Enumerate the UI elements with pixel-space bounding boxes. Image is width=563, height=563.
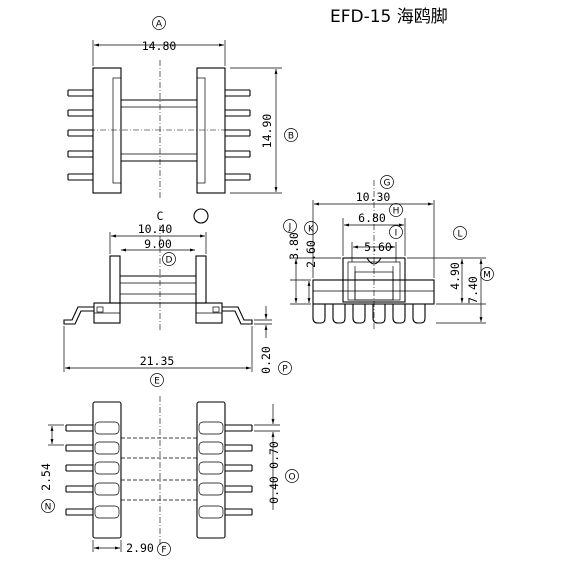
label-G: G xyxy=(384,179,391,189)
label-N-circle xyxy=(41,499,55,513)
dim-C-value: 10.40 xyxy=(138,222,173,236)
dim-F-value: 2.90 xyxy=(126,541,154,555)
dim-D-value: 9.00 xyxy=(144,237,172,251)
label-M: M xyxy=(483,271,491,281)
label-O-circle xyxy=(285,469,299,483)
front-view: 10.40 C 9.00 D 21.35 E 0.20 P xyxy=(63,208,292,387)
label-H-circle xyxy=(389,203,403,217)
top-view: 14.80 A 14.90 B xyxy=(67,16,298,200)
label-F-circle xyxy=(157,542,171,556)
label-J-circle xyxy=(283,219,297,233)
label-L-circle xyxy=(453,226,467,240)
label-J: J xyxy=(288,223,292,233)
dim-P-value: 0.20 xyxy=(259,346,273,374)
label-B: B xyxy=(288,132,294,142)
label-C-circle xyxy=(193,208,209,224)
label-I-circle xyxy=(389,225,403,239)
dim-E-value: 21.35 xyxy=(140,354,175,368)
dim-K-value: 2.60 xyxy=(304,240,318,268)
label-B-circle xyxy=(284,128,298,142)
side-view: 10.30 G 6.80 H 5.60 I 3.80 2.60 J K xyxy=(283,175,494,330)
label-I: I xyxy=(395,229,398,239)
label-L: L xyxy=(457,230,462,240)
label-D: D xyxy=(166,256,173,266)
label-H: H xyxy=(393,207,400,217)
label-E: E xyxy=(154,377,160,387)
label-P: P xyxy=(282,365,288,375)
dim-A-value: 14.80 xyxy=(142,39,177,53)
label-E-circle xyxy=(150,373,164,387)
dim-O2-value: 0.70 xyxy=(267,441,281,469)
dim-N-value: 2.54 xyxy=(39,463,53,491)
label-A-circle xyxy=(152,16,166,30)
label-K: K xyxy=(308,225,315,235)
dim-B-value: 14.90 xyxy=(260,114,274,149)
label-P-circle xyxy=(278,361,292,375)
dim-M-value: 7.40 xyxy=(466,276,480,304)
label-M-circle xyxy=(480,267,494,281)
label-K-circle xyxy=(304,221,318,235)
bottom-view: 2.54 N 2.90 F 0.70 0.40 O xyxy=(39,396,299,556)
dim-O1-value: 0.40 xyxy=(267,476,281,504)
label-O: O xyxy=(288,473,295,483)
label-D-circle xyxy=(162,252,176,266)
dim-I-value: 5.60 xyxy=(364,240,392,254)
dim-G-value: 10.30 xyxy=(356,190,391,204)
label-N: N xyxy=(45,503,52,513)
dim-H-value: 6.80 xyxy=(358,211,386,225)
label-C: C xyxy=(157,209,164,223)
label-G-circle xyxy=(380,175,394,189)
label-A: A xyxy=(156,20,163,30)
dim-J-value: 3.80 xyxy=(287,232,301,260)
label-F: F xyxy=(161,546,166,556)
drawing-title: EFD-15 海鸥脚 xyxy=(330,7,448,27)
dim-L-value: 4.90 xyxy=(448,262,462,290)
